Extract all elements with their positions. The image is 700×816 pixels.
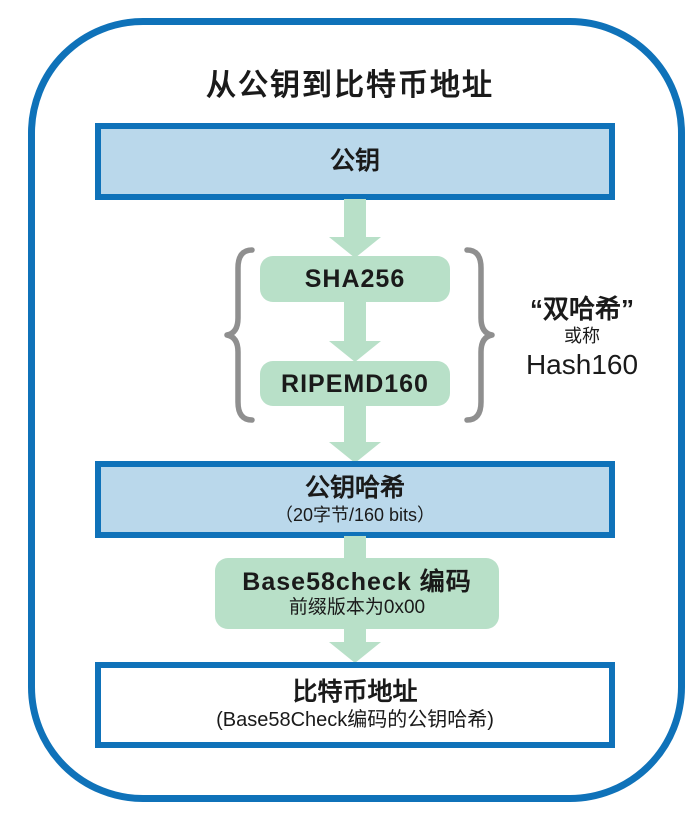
node-bitcoin-address-sublabel: (Base58Check编码的公钥哈希) [216, 709, 494, 732]
node-bitcoin-address: 比特币地址 (Base58Check编码的公钥哈希) [95, 662, 615, 748]
node-public-key-hash-label: 公钥哈希 [304, 473, 405, 502]
arrow-sha256-to-ripemd160 [329, 301, 381, 362]
annotation-double-hash: “双哈希” [529, 294, 634, 324]
node-base58check-sublabel: 前缀版本为0x00 [288, 597, 426, 619]
diagram-title: 从公钥到比特币地址 [206, 69, 494, 102]
node-base58check-label: Base58check 编码 [242, 568, 472, 597]
arrow-head-icon [329, 237, 381, 258]
node-ripemd160-label: RIPEMD160 [281, 369, 429, 398]
diagram-border-frame [28, 18, 685, 802]
node-public-key-hash: 公钥哈希 （20字节/160 bits） [95, 461, 615, 538]
double-hash-annotation: “双哈希” 或称 Hash160 [496, 294, 668, 381]
annotation-hash160: Hash160 [525, 348, 639, 380]
node-sha256: SHA256 [260, 256, 450, 302]
node-sha256-label: SHA256 [304, 265, 406, 293]
node-base58check: Base58check 编码 前缀版本为0x00 [215, 558, 499, 629]
arrow-base58check-to-address [329, 627, 381, 663]
node-bitcoin-address-label: 比特币地址 [292, 677, 418, 706]
arrow-publickey-to-sha256 [329, 199, 381, 258]
node-ripemd160: RIPEMD160 [260, 361, 450, 406]
arrow-ripemd160-to-publickeyhash [329, 404, 381, 463]
arrow-head-icon [329, 642, 381, 663]
arrow-head-icon [329, 442, 381, 463]
arrow-shaft [344, 199, 366, 237]
arrow-shaft [344, 404, 366, 442]
node-public-key-hash-sublabel: （20字节/160 bits） [274, 504, 436, 525]
annotation-also-called: 或称 [564, 326, 600, 347]
right-curly-brace-icon [462, 246, 500, 424]
node-public-key: 公钥 [95, 123, 615, 200]
arrow-shaft [344, 301, 366, 341]
arrow-head-icon [329, 341, 381, 362]
left-curly-brace-icon [219, 246, 257, 424]
node-public-key-label: 公钥 [329, 146, 380, 175]
arrow-shaft [344, 627, 366, 642]
connector-publickeyhash-to-base58check [344, 536, 366, 560]
